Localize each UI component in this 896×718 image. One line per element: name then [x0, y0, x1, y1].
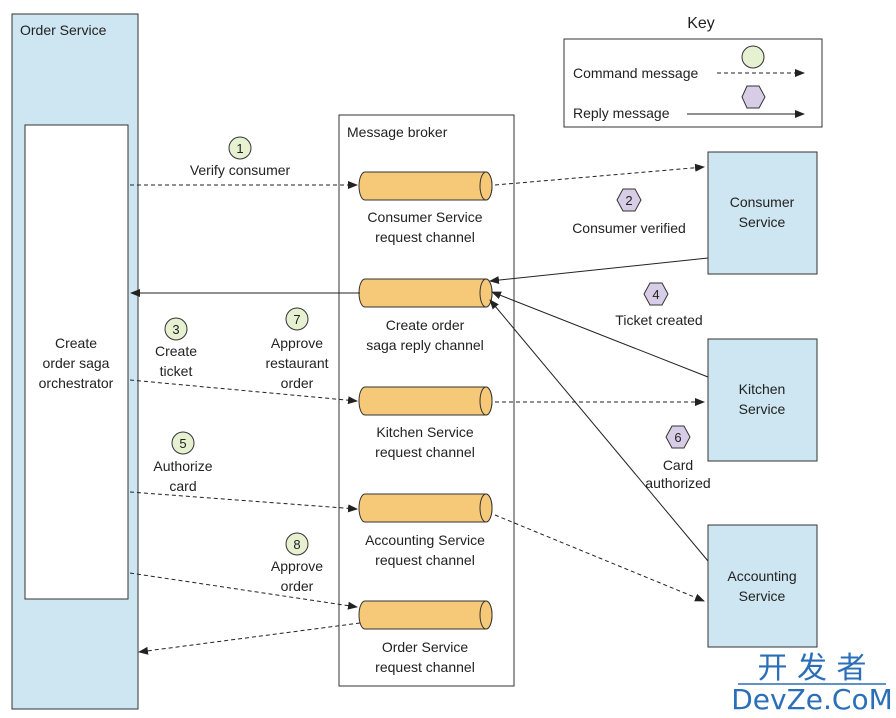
accounting-service-label-1: Accounting [727, 568, 796, 584]
channel-saga-reply [358, 278, 493, 308]
step-8-number: 8 [293, 537, 300, 552]
key-command-label: Command message [573, 65, 698, 81]
step-2-number: 2 [625, 193, 632, 208]
step-4-reply-hexagon-icon [643, 282, 669, 306]
channel-accounting-label-1: Accounting Service [365, 532, 485, 548]
consumer-service-box [707, 151, 818, 275]
arrow-cmd-approve-order [129, 572, 358, 610]
accounting-service-label-2: Service [739, 588, 786, 604]
watermark-line-2: DevZe.CoM [731, 683, 893, 716]
key-reply-hexagon-icon [741, 85, 766, 109]
channel-order-label-2: request channel [375, 659, 475, 675]
key-title: Key [687, 15, 715, 32]
step-5-label-1: Authorize [153, 458, 212, 474]
step-4-label: Ticket created [615, 312, 702, 328]
watermark-line-1: 开 发 者 [757, 651, 866, 686]
step-6-label-2: authorized [645, 475, 710, 491]
step-3-command-circle-icon [164, 317, 188, 341]
step-1-number: 1 [236, 141, 243, 156]
step-6-reply-hexagon-icon [665, 425, 691, 449]
kitchen-service-box [707, 338, 818, 462]
step-5-command-circle-icon [171, 431, 195, 455]
arrow-reply-consumer [489, 257, 709, 285]
channel-kitchen-request [358, 386, 493, 416]
step-5-number: 5 [179, 436, 186, 451]
message-broker-title: Message broker [347, 124, 448, 140]
arrow-reply-accounting [489, 299, 709, 562]
channel-consumer-label-2: request channel [375, 229, 475, 245]
step-1-command-circle-icon [228, 136, 252, 160]
key-command-circle-icon [741, 45, 765, 69]
channel-consumer-request [358, 171, 493, 201]
channel-order-request [358, 600, 493, 630]
step-2-reply-hexagon-icon [616, 188, 642, 212]
step-5-label-2: card [169, 478, 196, 494]
orchestrator-line-1: Create [55, 335, 97, 351]
step-1-label: Verify consumer [190, 162, 291, 178]
consumer-service-label-1: Consumer [730, 194, 795, 210]
step-3-label-2: ticket [160, 363, 193, 379]
orchestrator-line-2: order saga [43, 355, 110, 371]
step-2-label: Consumer verified [572, 220, 686, 236]
step-3-label-1: Create [155, 343, 197, 359]
step-8-label-2: order [281, 578, 314, 594]
step-7-label-3: order [281, 375, 314, 391]
channel-reply-label-2: saga reply channel [366, 337, 484, 353]
channel-accounting-request [358, 493, 493, 523]
step-7-label-1: Approve [271, 335, 323, 351]
order-service-title: Order Service [20, 22, 107, 38]
channel-reply-label-1: Create order [386, 317, 465, 333]
step-8-label-1: Approve [271, 558, 323, 574]
step-7-number: 7 [293, 312, 300, 327]
arrow-cmd-authorize-card [129, 491, 358, 513]
channel-accounting-label-2: request channel [375, 552, 475, 568]
arrow-channel-to-accounting [494, 514, 705, 602]
kitchen-service-label-1: Kitchen [739, 381, 786, 397]
channel-kitchen-label-1: Kitchen Service [376, 424, 473, 440]
channel-kitchen-label-2: request channel [375, 444, 475, 460]
step-4-number: 4 [652, 287, 659, 302]
arrow-order-channel-to-service [138, 622, 361, 655]
channel-consumer-label-1: Consumer Service [367, 209, 482, 225]
consumer-service-label-2: Service [739, 214, 786, 230]
step-6-label-1: Card [663, 457, 693, 473]
channel-order-label-1: Order Service [382, 639, 469, 655]
arrow-channel-to-consumer [494, 163, 705, 186]
step-6-number: 6 [674, 430, 681, 445]
key-box [563, 38, 823, 128]
arrow-cmd-create-ticket [129, 379, 358, 405]
step-7-command-circle-icon [285, 307, 309, 331]
step-7-label-2: restaurant [265, 355, 328, 371]
accounting-service-box [707, 524, 818, 648]
kitchen-service-label-2: Service [739, 401, 786, 417]
arrow-reply-kitchen [491, 291, 709, 378]
key-reply-label: Reply message [573, 105, 670, 121]
step-3-number: 3 [172, 322, 179, 337]
saga-orchestrator-box [24, 124, 129, 600]
orchestrator-line-3: orchestrator [39, 375, 114, 391]
step-8-command-circle-icon [285, 532, 309, 556]
